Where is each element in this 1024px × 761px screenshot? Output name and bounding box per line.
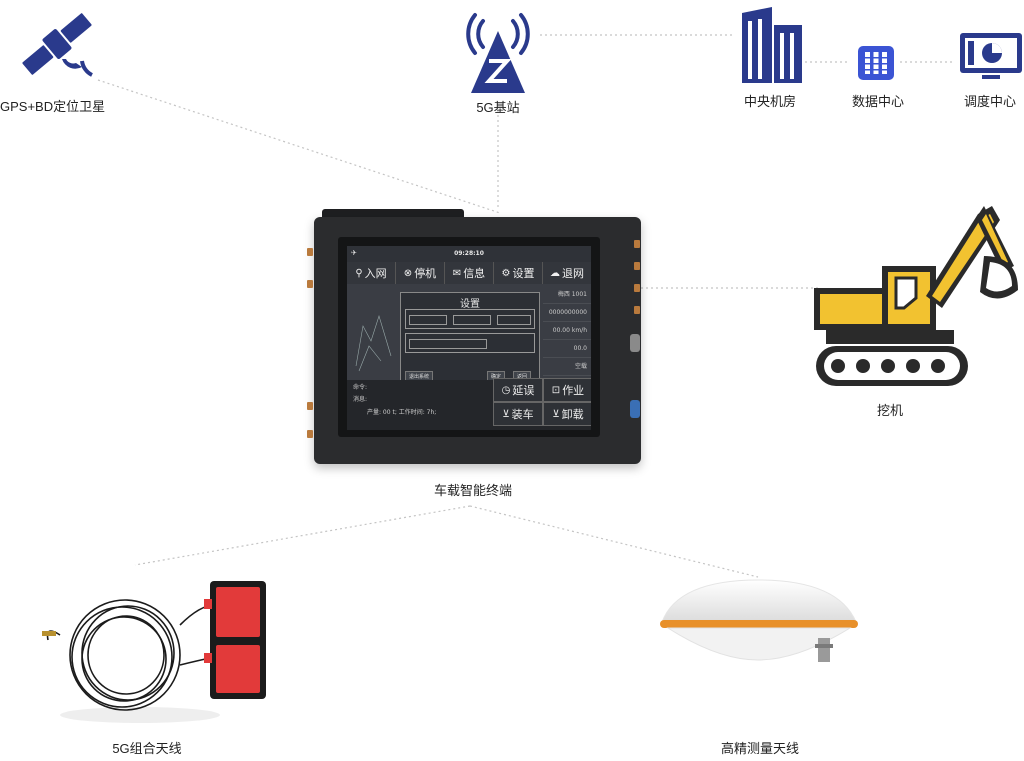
screen-side-panel: 梅西 1001 0000000000 00.00 km/h 00.0 空载 xyxy=(543,286,591,376)
menu-label: 设置 xyxy=(512,267,535,280)
chart-icon: ⊡ xyxy=(551,384,561,396)
terminal-connector xyxy=(307,402,313,410)
cart-icon: ⊻ xyxy=(502,408,510,420)
menu-exit[interactable]: ☁退网 xyxy=(543,262,591,284)
screen-clock: 09:28:10 xyxy=(454,250,484,257)
central-room-label: 中央机房 xyxy=(743,94,796,109)
building-icon xyxy=(742,7,802,83)
tile-load[interactable]: ⊻装车 xyxy=(493,402,543,426)
dialog-field-group xyxy=(405,333,535,353)
tile-label: 延误 xyxy=(512,384,535,397)
side-value: 00.00 km/h xyxy=(543,322,591,340)
terminal-label: 车载智能终端 xyxy=(433,483,512,498)
link-terminal-survey xyxy=(469,505,759,578)
menu-info[interactable]: ✉信息 xyxy=(445,262,494,284)
monitor-dashboard-icon xyxy=(960,33,1022,79)
satellite-node xyxy=(10,3,105,85)
satellite-icon xyxy=(22,13,94,77)
menu-join[interactable]: ⚲入网 xyxy=(347,262,396,284)
data-center-label: 数据中心 xyxy=(851,94,904,109)
terminal-connector xyxy=(634,284,640,292)
base-station-label: 5G基站 xyxy=(476,100,520,115)
dispatch-center-node xyxy=(958,31,1024,81)
menu-label: 退网 xyxy=(562,267,584,280)
command-label: 命令: xyxy=(353,384,368,391)
signal-icon: ✈ xyxy=(351,249,357,257)
stop-icon: ⊗ xyxy=(403,267,413,279)
menu-label: 入网 xyxy=(364,267,387,280)
key-icon: ⚲ xyxy=(355,267,363,279)
menu-settings[interactable]: ⚙设置 xyxy=(494,262,543,284)
survey-antenna-node xyxy=(658,578,868,668)
clock-icon: ◷ xyxy=(501,384,511,396)
dialog-field[interactable] xyxy=(453,315,491,325)
combo-antenna-label: 5G组合天线 xyxy=(112,741,182,756)
screen-status-bar: ✈ 09:28:10 xyxy=(347,246,591,262)
screen-bottom-panel: 命令: 消息: 产量: 00 t; 工作时间: 7h; ◷延误 ⊡作业 ⊻装车 … xyxy=(347,378,591,430)
side-value: 0000000000 xyxy=(543,304,591,322)
tile-label: 卸载 xyxy=(561,408,584,421)
side-value: 00.0 xyxy=(543,340,591,358)
dialog-title: 设置 xyxy=(460,299,480,310)
terminal-connector xyxy=(634,240,640,248)
settings-dialog: 设置 退出系统 确定 返回 xyxy=(400,292,540,386)
dispatch-center-label: 调度中心 xyxy=(963,94,1016,109)
tile-unload[interactable]: ⊻卸载 xyxy=(543,402,591,426)
dialog-field-group xyxy=(405,309,535,329)
cart-icon: ⊻ xyxy=(552,408,560,420)
side-value: 梅西 1001 xyxy=(543,286,591,304)
excavator-icon xyxy=(814,206,1018,386)
message-label: 消息: xyxy=(353,396,368,403)
tile-work[interactable]: ⊡作业 xyxy=(543,378,591,402)
mail-icon: ✉ xyxy=(452,267,462,279)
tile-label: 装车 xyxy=(511,408,534,421)
cable-antenna-icon xyxy=(42,581,266,723)
link-terminal-combo xyxy=(134,505,471,566)
menu-label: 停机 xyxy=(414,267,437,280)
terminal-connector xyxy=(634,306,640,314)
link-satellite-terminal xyxy=(97,79,501,214)
tile-label: 作业 xyxy=(562,384,585,397)
side-value: 空载 xyxy=(543,358,591,376)
dialog-field[interactable] xyxy=(497,315,531,325)
gear-icon: ⚙ xyxy=(501,267,511,279)
terminal-connector xyxy=(307,430,313,438)
menu-label: 信息 xyxy=(463,267,486,280)
data-center-node xyxy=(856,44,896,82)
satellite-label: GPS+BD定位卫星 xyxy=(0,99,106,114)
excavator-node xyxy=(808,196,1024,392)
combo-antenna-node xyxy=(40,565,280,730)
screen-menu: ⚲入网 ⊗停机 ✉信息 ⚙设置 ☁退网 xyxy=(347,262,591,284)
menu-stop[interactable]: ⊗停机 xyxy=(396,262,445,284)
cell-tower-icon xyxy=(466,13,530,93)
terminal-connector xyxy=(307,248,313,256)
dialog-field[interactable] xyxy=(409,315,447,325)
terminal-screen: ✈ 09:28:10 ⚲入网 ⊗停机 ✉信息 ⚙设置 ☁退网 梅西 1001 0… xyxy=(347,246,591,430)
cloud-icon: ☁ xyxy=(550,267,560,279)
gnss-antenna-icon xyxy=(660,579,858,662)
screen-map-trace xyxy=(355,314,392,372)
central-room-node xyxy=(738,5,806,85)
excavator-label: 挖机 xyxy=(876,403,903,418)
server-icon xyxy=(858,46,894,80)
terminal-side-port xyxy=(630,400,640,418)
terminal-side-port xyxy=(630,334,640,352)
tile-delay[interactable]: ◷延误 xyxy=(493,378,543,402)
terminal-connector xyxy=(307,280,313,288)
terminal-connector xyxy=(634,262,640,270)
survey-antenna-label: 高精测量天线 xyxy=(720,741,799,756)
base-station-node xyxy=(461,11,535,95)
dialog-field[interactable] xyxy=(409,339,487,349)
message-text: 产量: 00 t; 工作时间: 7h; xyxy=(367,409,437,416)
